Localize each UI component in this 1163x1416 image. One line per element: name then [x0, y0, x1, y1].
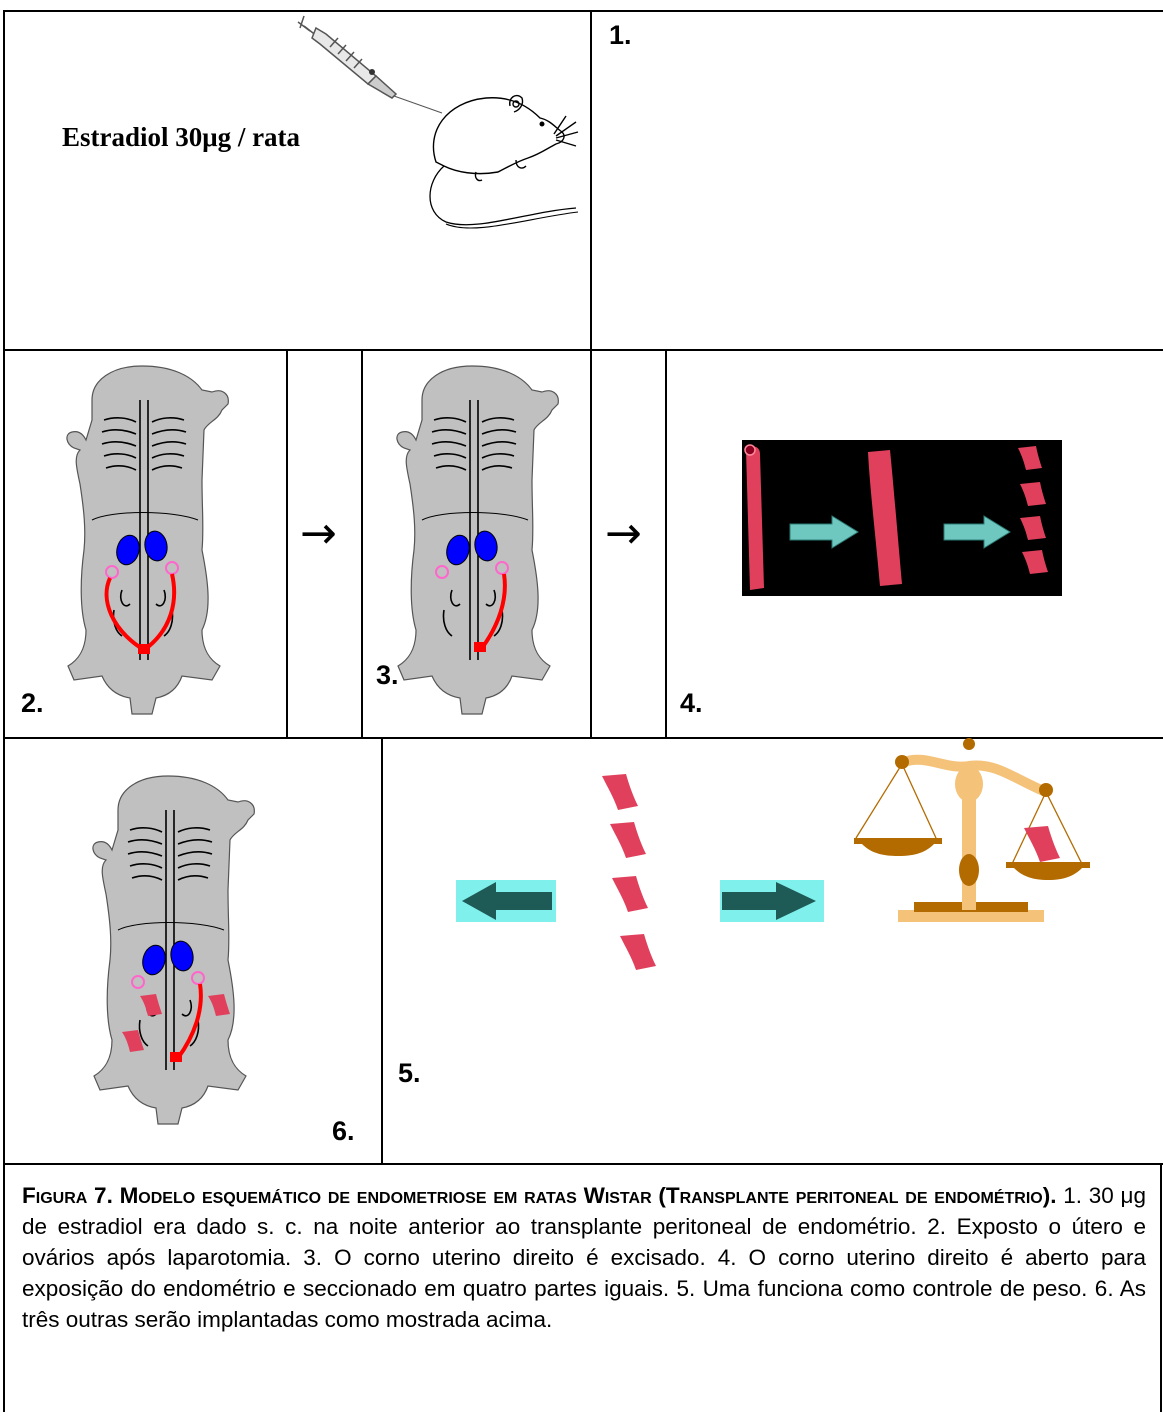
border-top — [3, 10, 1163, 12]
col-divider-r2-b — [361, 349, 363, 739]
row-divider-1 — [3, 349, 1163, 351]
col-divider-r1 — [590, 10, 592, 351]
panel-3-number: 3. — [376, 660, 399, 691]
caption-title: Figura 7. Modelo esquemático de endometr… — [22, 1183, 1056, 1208]
panel-1-number: 1. — [609, 20, 632, 51]
arrow-right-icon: → — [605, 512, 642, 556]
arrow-right-icon: → — [300, 512, 337, 556]
row-divider-2 — [3, 737, 1163, 739]
border-right — [1160, 1165, 1162, 1412]
figure-caption: Figura 7. Modelo esquemático de endometr… — [22, 1180, 1146, 1335]
panel-4-number: 4. — [680, 688, 703, 719]
rat-abdomen-illustration — [52, 360, 252, 720]
balance-scale-icon — [854, 738, 1090, 922]
row-divider-3 — [3, 1163, 1163, 1165]
panel-2-number: 2. — [21, 688, 44, 719]
panel-5-number: 5. — [398, 1058, 421, 1089]
rat-abdomen-implant-illustration — [78, 770, 278, 1130]
col-divider-r3 — [381, 737, 383, 1165]
col-divider-r2-a — [286, 349, 288, 739]
rat-abdomen-excised-illustration — [382, 360, 582, 720]
panel-6-number: 6. — [332, 1116, 355, 1147]
rat-icon — [416, 92, 586, 252]
weighing-illustration — [456, 740, 1096, 1040]
col-divider-r2-d — [665, 349, 667, 739]
uterine-horn-sectioning-illustration — [742, 440, 1062, 596]
border-left — [3, 10, 5, 1412]
estradiol-label: Estradiol 30μg / rata — [62, 122, 300, 153]
col-divider-r2-c — [590, 349, 592, 739]
